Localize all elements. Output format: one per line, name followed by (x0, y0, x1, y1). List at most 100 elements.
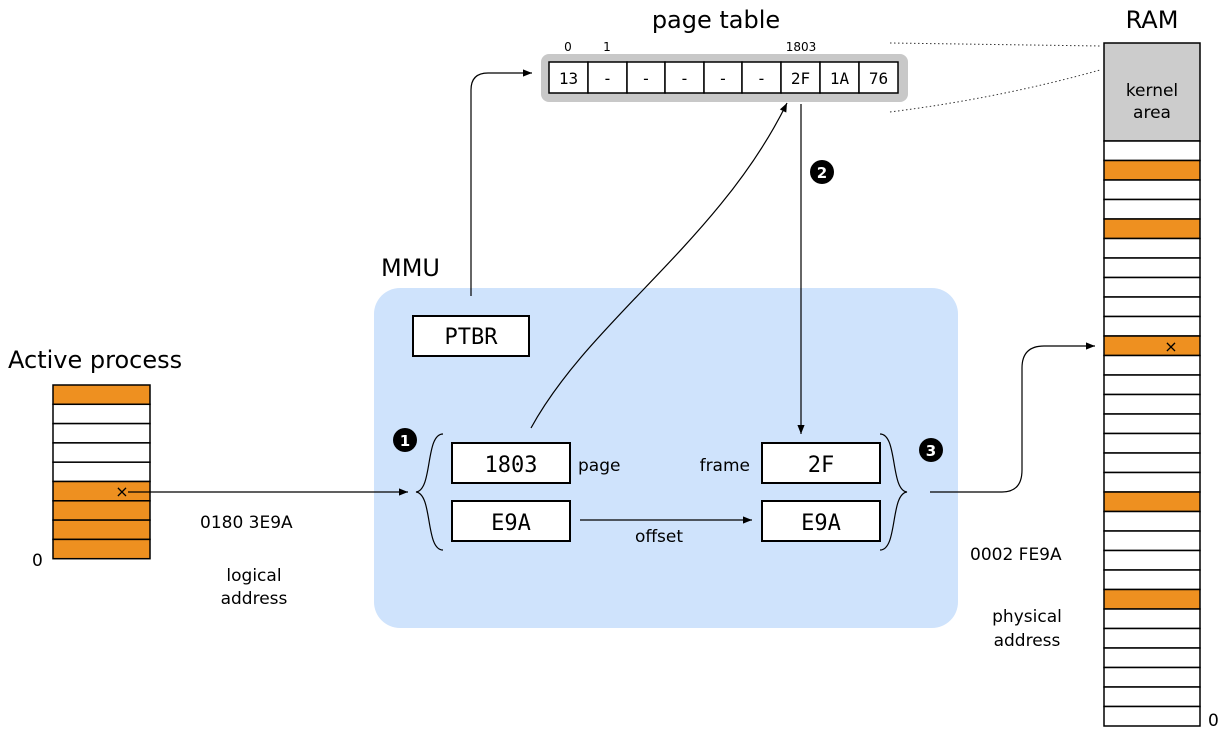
physical-address-label-line1: physical (992, 607, 1062, 627)
frame-number-value: 2F (808, 453, 835, 478)
ram-frame (1103, 393, 1201, 415)
page-table-entry (858, 61, 899, 94)
process-page-marker: × (115, 482, 128, 501)
ram-frame (1103, 276, 1201, 298)
logical-address-label-line1: logical (226, 566, 281, 586)
offset-in-value: E9A (491, 511, 531, 536)
ram-frame (1103, 198, 1201, 220)
process-page (52, 442, 151, 463)
process-column: × (52, 384, 151, 560)
page-table-entry-value: 76 (869, 69, 888, 88)
ram-frame (1103, 569, 1201, 591)
ram-frame (1103, 491, 1201, 513)
step-3-badge (919, 438, 943, 462)
page-table-title: page table (652, 6, 780, 34)
process-page (52, 519, 151, 541)
offset-out-box (761, 500, 881, 542)
offset-out-value: E9A (801, 511, 841, 536)
page-table-entry-value: 13 (559, 69, 578, 88)
ram-frame (1103, 159, 1201, 181)
ram-frame (1103, 218, 1201, 240)
active-process-title: Active process (8, 346, 182, 374)
ram-title: RAM (1126, 6, 1179, 34)
process-page (52, 461, 151, 483)
logical-address-value: 0180 3E9A (200, 513, 293, 533)
ram-frame (1103, 296, 1201, 318)
page-table-entry (741, 61, 782, 94)
kernel-label-line2: area (1133, 103, 1171, 123)
page-table-entry (780, 61, 821, 94)
ram-frame (1103, 179, 1201, 201)
ram-frame (1103, 237, 1201, 259)
ram-frame (1103, 705, 1201, 727)
page-table-entry-value: - (641, 69, 651, 88)
page-table-entry-value: - (757, 69, 767, 88)
ram-frame (1103, 452, 1201, 474)
page-table-entry-value: 2F (791, 69, 810, 88)
process-page (52, 480, 151, 502)
right-brace (879, 433, 908, 551)
physical-address-label-line2: address (994, 631, 1061, 651)
ram-frame (1103, 354, 1201, 376)
step-1-badge (393, 428, 417, 452)
frame-label: frame (700, 456, 750, 476)
step-1-label: 1 (400, 432, 410, 450)
ram-frame (1103, 374, 1201, 396)
process-page (52, 422, 151, 444)
ptbr-box (412, 315, 530, 357)
process-bottom-label: 0 (32, 551, 43, 571)
ram-frame (1103, 627, 1201, 649)
logical-address-label-line2: address (221, 589, 288, 609)
ram-frame (1103, 608, 1201, 630)
ram-frame (1103, 666, 1201, 688)
process-page (52, 403, 151, 425)
page-table-entry-value: - (603, 69, 613, 88)
page-table-entry (548, 61, 589, 94)
kernel-label-line1: kernel (1126, 81, 1178, 101)
ram-frame (1103, 335, 1201, 357)
ram-frame (1103, 530, 1201, 552)
ram-frame (1103, 510, 1201, 532)
page-table-entry (626, 61, 666, 94)
mmu-region (374, 288, 958, 628)
page-table-entry-value: - (718, 69, 728, 88)
physical-address-arrow (930, 342, 1095, 493)
zoom-line-bottom (889, 69, 1101, 113)
page-label: page (578, 456, 620, 476)
ram-frame (1103, 471, 1201, 493)
ram-frame (1103, 257, 1201, 279)
ram-frame (1103, 140, 1201, 162)
mmu-title: MMU (381, 254, 440, 282)
process-page (52, 538, 151, 560)
page-table-entry-value: - (680, 69, 690, 88)
process-page (52, 500, 151, 521)
ram-frame-marker: × (1164, 337, 1177, 356)
kernel-area (1103, 42, 1201, 142)
offset-label: offset (635, 527, 683, 547)
page-to-table-arrow (530, 102, 788, 429)
ram-frame (1103, 315, 1201, 337)
ram-frame (1103, 413, 1201, 435)
zoom-line-top (889, 42, 1101, 47)
step-3-label: 3 (926, 442, 936, 460)
step-2-badge (810, 160, 834, 184)
page-table-index-1803: 1803 (786, 40, 817, 54)
ram-frame (1103, 686, 1201, 708)
ram-frame (1103, 549, 1201, 571)
ram-frame (1103, 588, 1201, 610)
offset-in-box (451, 500, 571, 542)
page-number-box (451, 442, 571, 484)
frame-number-box (761, 442, 881, 484)
page-table-entry (664, 61, 705, 94)
ram-bottom-label: 0 (1208, 711, 1219, 729)
page-table-index-0: 0 (564, 40, 572, 54)
physical-address-value: 0002 FE9A (970, 545, 1062, 565)
ptbr-label: PTBR (445, 325, 499, 350)
page-number-value: 1803 (485, 453, 538, 478)
step-2-label: 2 (817, 164, 827, 182)
ram-frame (1103, 647, 1201, 669)
ram-frame (1103, 432, 1201, 454)
process-page (52, 384, 151, 406)
